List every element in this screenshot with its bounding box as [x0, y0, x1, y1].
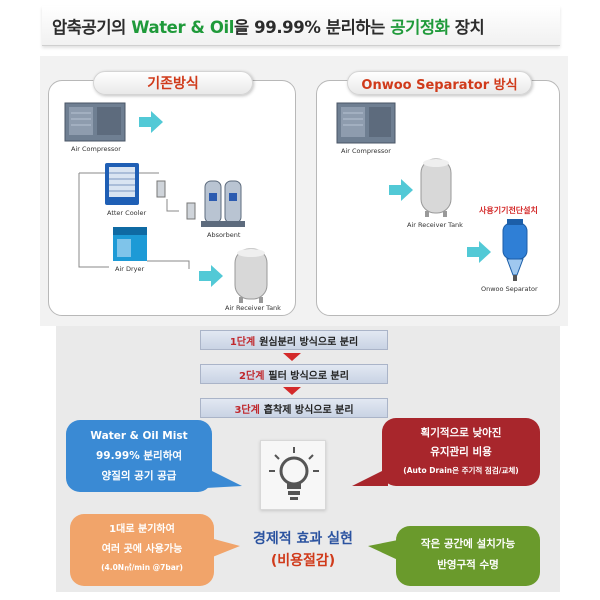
callout-maintenance-line3: (Auto Drain은 주기적 점검/교체): [403, 466, 519, 475]
economic-effect-subtitle: (비용절감): [270, 553, 336, 569]
after-cooler-icon: [105, 163, 139, 205]
callout-pointer: [210, 538, 240, 558]
existing-method-title: 기존방식: [93, 71, 253, 95]
label-air-receiver-tank: Air Receiver Tank: [225, 304, 281, 312]
existing-method-panel: 기존방식: [48, 71, 296, 316]
label-air-compressor: Air Compressor: [341, 147, 391, 155]
economic-effect: 경제적 효과 실현 (비용절감): [228, 528, 378, 572]
air-receiver-tank-icon: [234, 248, 268, 303]
onwoo-method-illustration: [336, 102, 528, 281]
callout-branching-line1: 1대로 분기하여: [109, 524, 175, 535]
step-2-text: 필터 방식으로 분리: [268, 370, 349, 382]
callout-branching-line2: 여러 곳에 사용가능: [101, 544, 183, 555]
idea-box: [260, 440, 326, 510]
step-3-number: 3단계: [234, 404, 260, 416]
title-part2: 을 99.99% 분리하는: [234, 17, 391, 37]
air-dryer-icon: [113, 227, 147, 261]
callout-maintenance-cost: 획기적으로 낮아진 유지관리 비용 (Auto Drain은 주기적 점검/교체…: [382, 418, 540, 486]
flow-arrow-right-icon: [139, 111, 163, 133]
label-onwoo-separator: Onwoo Separator: [481, 285, 538, 293]
callout-air-quality-line1: Water & Oil Mist: [90, 430, 188, 442]
absorbent-dryer-icon: [201, 180, 245, 227]
callout-space-line2: 반영구적 수명: [437, 559, 499, 571]
label-air-compressor: Air Compressor: [71, 145, 121, 153]
step-3-text: 흡착제 방식으로 분리: [263, 404, 354, 416]
air-receiver-tank-icon: [420, 158, 452, 217]
onwoo-separator-icon: [502, 219, 528, 281]
callout-space-line1: 작은 공간에 설치가능: [420, 538, 516, 550]
label-air-receiver-tank: Air Receiver Tank: [407, 221, 463, 229]
flow-arrow-right-icon: [467, 241, 491, 263]
title-part1: 압축공기의: [52, 17, 132, 37]
down-arrow-icon: [283, 353, 301, 361]
onwoo-method-title: Onwoo Separator 방식: [347, 71, 532, 95]
step-2-number: 2단계: [239, 370, 265, 382]
header-banner: 압축공기의 Water & Oil을 99.99% 분리하는 공기정화 장치: [42, 6, 560, 46]
callout-pointer: [206, 468, 242, 488]
callout-air-quality-line2: 99.99% 분리하여: [95, 450, 183, 462]
callout-maintenance-line1: 획기적으로 낮아진: [420, 427, 502, 439]
flow-arrow-right-icon: [389, 179, 413, 201]
label-air-dryer: Air Dryer: [115, 265, 145, 273]
lightbulb-icon: [269, 447, 319, 500]
title-part3: 장치: [449, 17, 485, 37]
callout-air-quality: Water & Oil Mist 99.99% 분리하여 양질의 공기 공급: [66, 420, 212, 492]
economic-effect-title: 경제적 효과 실현: [253, 531, 353, 547]
title-highlight-water-oil: Water & Oil: [131, 17, 235, 37]
step-1-number: 1단계: [229, 336, 256, 348]
label-after-cooler: Atter Cooler: [107, 209, 147, 217]
callout-maintenance-line2: 유지관리 비용: [430, 446, 492, 458]
callout-branching: 1대로 분기하여 여러 곳에 사용가능 (4.0N㎥/min @7bar): [70, 514, 214, 586]
existing-method-illustration: [64, 102, 268, 303]
air-compressor-icon: [336, 102, 396, 144]
down-arrow-icon: [283, 387, 301, 395]
page-title: 압축공기의 Water & Oil을 99.99% 분리하는 공기정화 장치: [52, 14, 485, 38]
callout-pointer: [368, 540, 398, 560]
step-1-text: 원심분리 방식으로 분리: [259, 336, 359, 348]
onwoo-method-panel: Onwoo Separator 방식 Air Compressor Air Re…: [316, 71, 560, 316]
label-absorbent: Absorbent: [207, 231, 241, 239]
title-highlight-air-purify: 공기정화: [390, 17, 450, 37]
air-compressor-icon: [64, 102, 126, 142]
line-filter-icon: [156, 180, 236, 220]
flow-arrow-right-icon: [199, 265, 223, 287]
callout-pointer: [352, 468, 388, 486]
label-install-note: 사용기기전단설치: [479, 206, 538, 215]
callout-air-quality-line3: 양질의 공기 공급: [101, 470, 177, 482]
callout-space-saving: 작은 공간에 설치가능 반영구적 수명: [396, 526, 540, 586]
callout-branching-line3: (4.0N㎥/min @7bar): [101, 563, 183, 572]
